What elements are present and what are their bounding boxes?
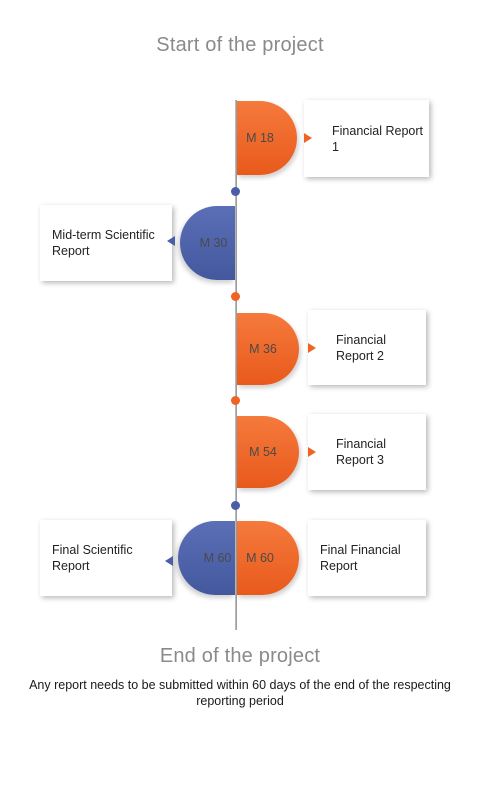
arrow-right-icon	[304, 133, 312, 143]
report-box-financial-1: Financial Report 1	[304, 100, 429, 177]
arrow-right-icon	[308, 447, 316, 457]
milestone-m60-scientific: M 60	[178, 521, 235, 595]
timeline-dot-scientific	[231, 501, 240, 510]
report-label: Final Scientific Report	[52, 543, 133, 573]
report-label: Financial Report 3	[336, 437, 387, 467]
milestone-label: M 18	[246, 131, 274, 145]
report-box-final-scientific: Final Scientific Report	[40, 520, 172, 596]
milestone-label: M 36	[249, 342, 277, 356]
milestone-m54: M 54	[237, 416, 299, 488]
start-title: Start of the project	[156, 34, 324, 56]
timeline-dot-scientific	[231, 187, 240, 196]
report-box-final-financial: Final Financial Report	[308, 520, 426, 596]
timeline-axis	[235, 100, 237, 630]
milestone-m60-financial: M 60	[237, 521, 299, 595]
report-label: Financial Report 2	[336, 332, 387, 363]
milestone-m36: M 36	[237, 313, 299, 385]
milestone-label: M 54	[249, 445, 277, 459]
report-box-midterm-scientific: Mid-term Scientific Report	[40, 205, 172, 281]
milestone-label: M 60	[246, 551, 274, 565]
arrow-left-icon	[167, 236, 175, 246]
timeline-dot-financial	[231, 292, 240, 301]
report-box-financial-2: Financial Report 2	[308, 310, 426, 385]
report-label: Financial Report 1	[332, 123, 424, 154]
milestone-m18: M 18	[237, 101, 297, 175]
milestone-label: M 30	[199, 236, 228, 250]
milestone-m30: M 30	[180, 206, 235, 280]
report-label: Mid-term Scientific Report	[52, 228, 155, 258]
arrow-right-icon	[308, 343, 316, 353]
arrow-left-icon	[165, 556, 173, 566]
report-box-financial-3: Financial Report 3	[308, 414, 426, 490]
report-label: Final Financial Report	[320, 543, 401, 573]
end-title: End of the project	[159, 645, 321, 667]
milestone-label: M 60	[203, 551, 232, 565]
submission-note: Any report needs to be submitted within …	[29, 678, 451, 708]
timeline-dot-financial	[231, 396, 240, 405]
